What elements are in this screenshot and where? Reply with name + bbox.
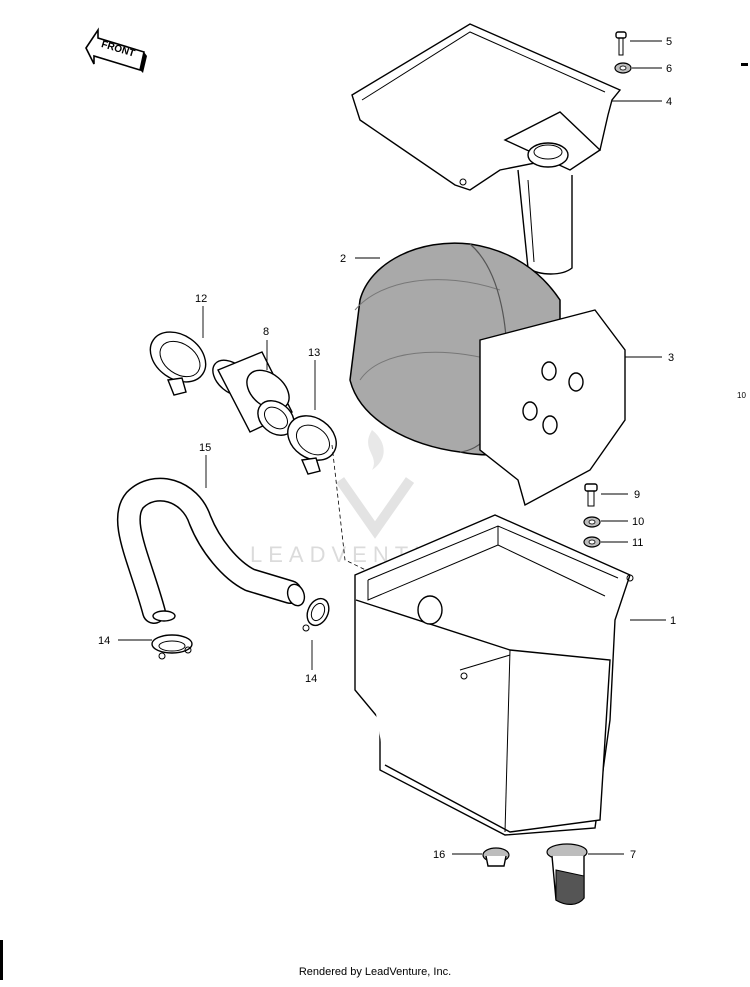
edge-tick [741, 63, 748, 66]
callout-12: 12 [195, 293, 207, 305]
callout-5: 5 [666, 36, 672, 48]
hose-clamp-part-14-right [302, 597, 330, 632]
leader-lines [118, 40, 666, 855]
air-box-part-1 [354, 514, 634, 836]
clamp-part-13 [287, 415, 337, 475]
clamp-part-12 [149, 331, 207, 396]
washer-part-6 [614, 62, 632, 74]
callout-1: 1 [670, 615, 676, 627]
callout-2: 2 [340, 253, 346, 265]
bolt-part-9 [584, 483, 598, 507]
callout-9: 9 [634, 489, 640, 501]
callout-14-left: 14 [98, 635, 110, 647]
callout-14-right: 14 [305, 673, 317, 685]
hose-part-15 [116, 477, 306, 624]
callout-6: 6 [666, 63, 672, 75]
callout-16: 16 [433, 849, 445, 861]
callout-3: 3 [668, 352, 674, 364]
duct-part-8 [212, 351, 295, 436]
callout-10: 10 [632, 516, 644, 528]
nut-part-10 [583, 516, 601, 528]
callout-labels: 5 6 4 2 3 9 10 11 1 12 8 13 15 14 14 16 … [98, 36, 746, 861]
callout-4: 4 [666, 96, 672, 108]
cover-plate-part-4 [351, 23, 622, 275]
grommet-part-16 [482, 847, 510, 867]
end-plate-part-3 [479, 309, 626, 507]
callout-13: 13 [308, 347, 320, 359]
front-badge: FRONT [85, 27, 147, 73]
callout-15: 15 [199, 442, 211, 454]
footer-credit: Rendered by LeadVenture, Inc. [298, 966, 452, 978]
edge-bar [0, 940, 3, 980]
drain-part-7 [546, 843, 588, 905]
guide-line [331, 444, 371, 573]
callout-11: 11 [632, 537, 643, 549]
hose-clamp-part-14-left [151, 634, 193, 660]
callout-8: 8 [263, 326, 269, 338]
edge-mark: 10 [737, 391, 746, 400]
screw-part-5 [615, 31, 627, 56]
callout-7: 7 [630, 849, 636, 861]
washer-part-11 [583, 536, 601, 548]
